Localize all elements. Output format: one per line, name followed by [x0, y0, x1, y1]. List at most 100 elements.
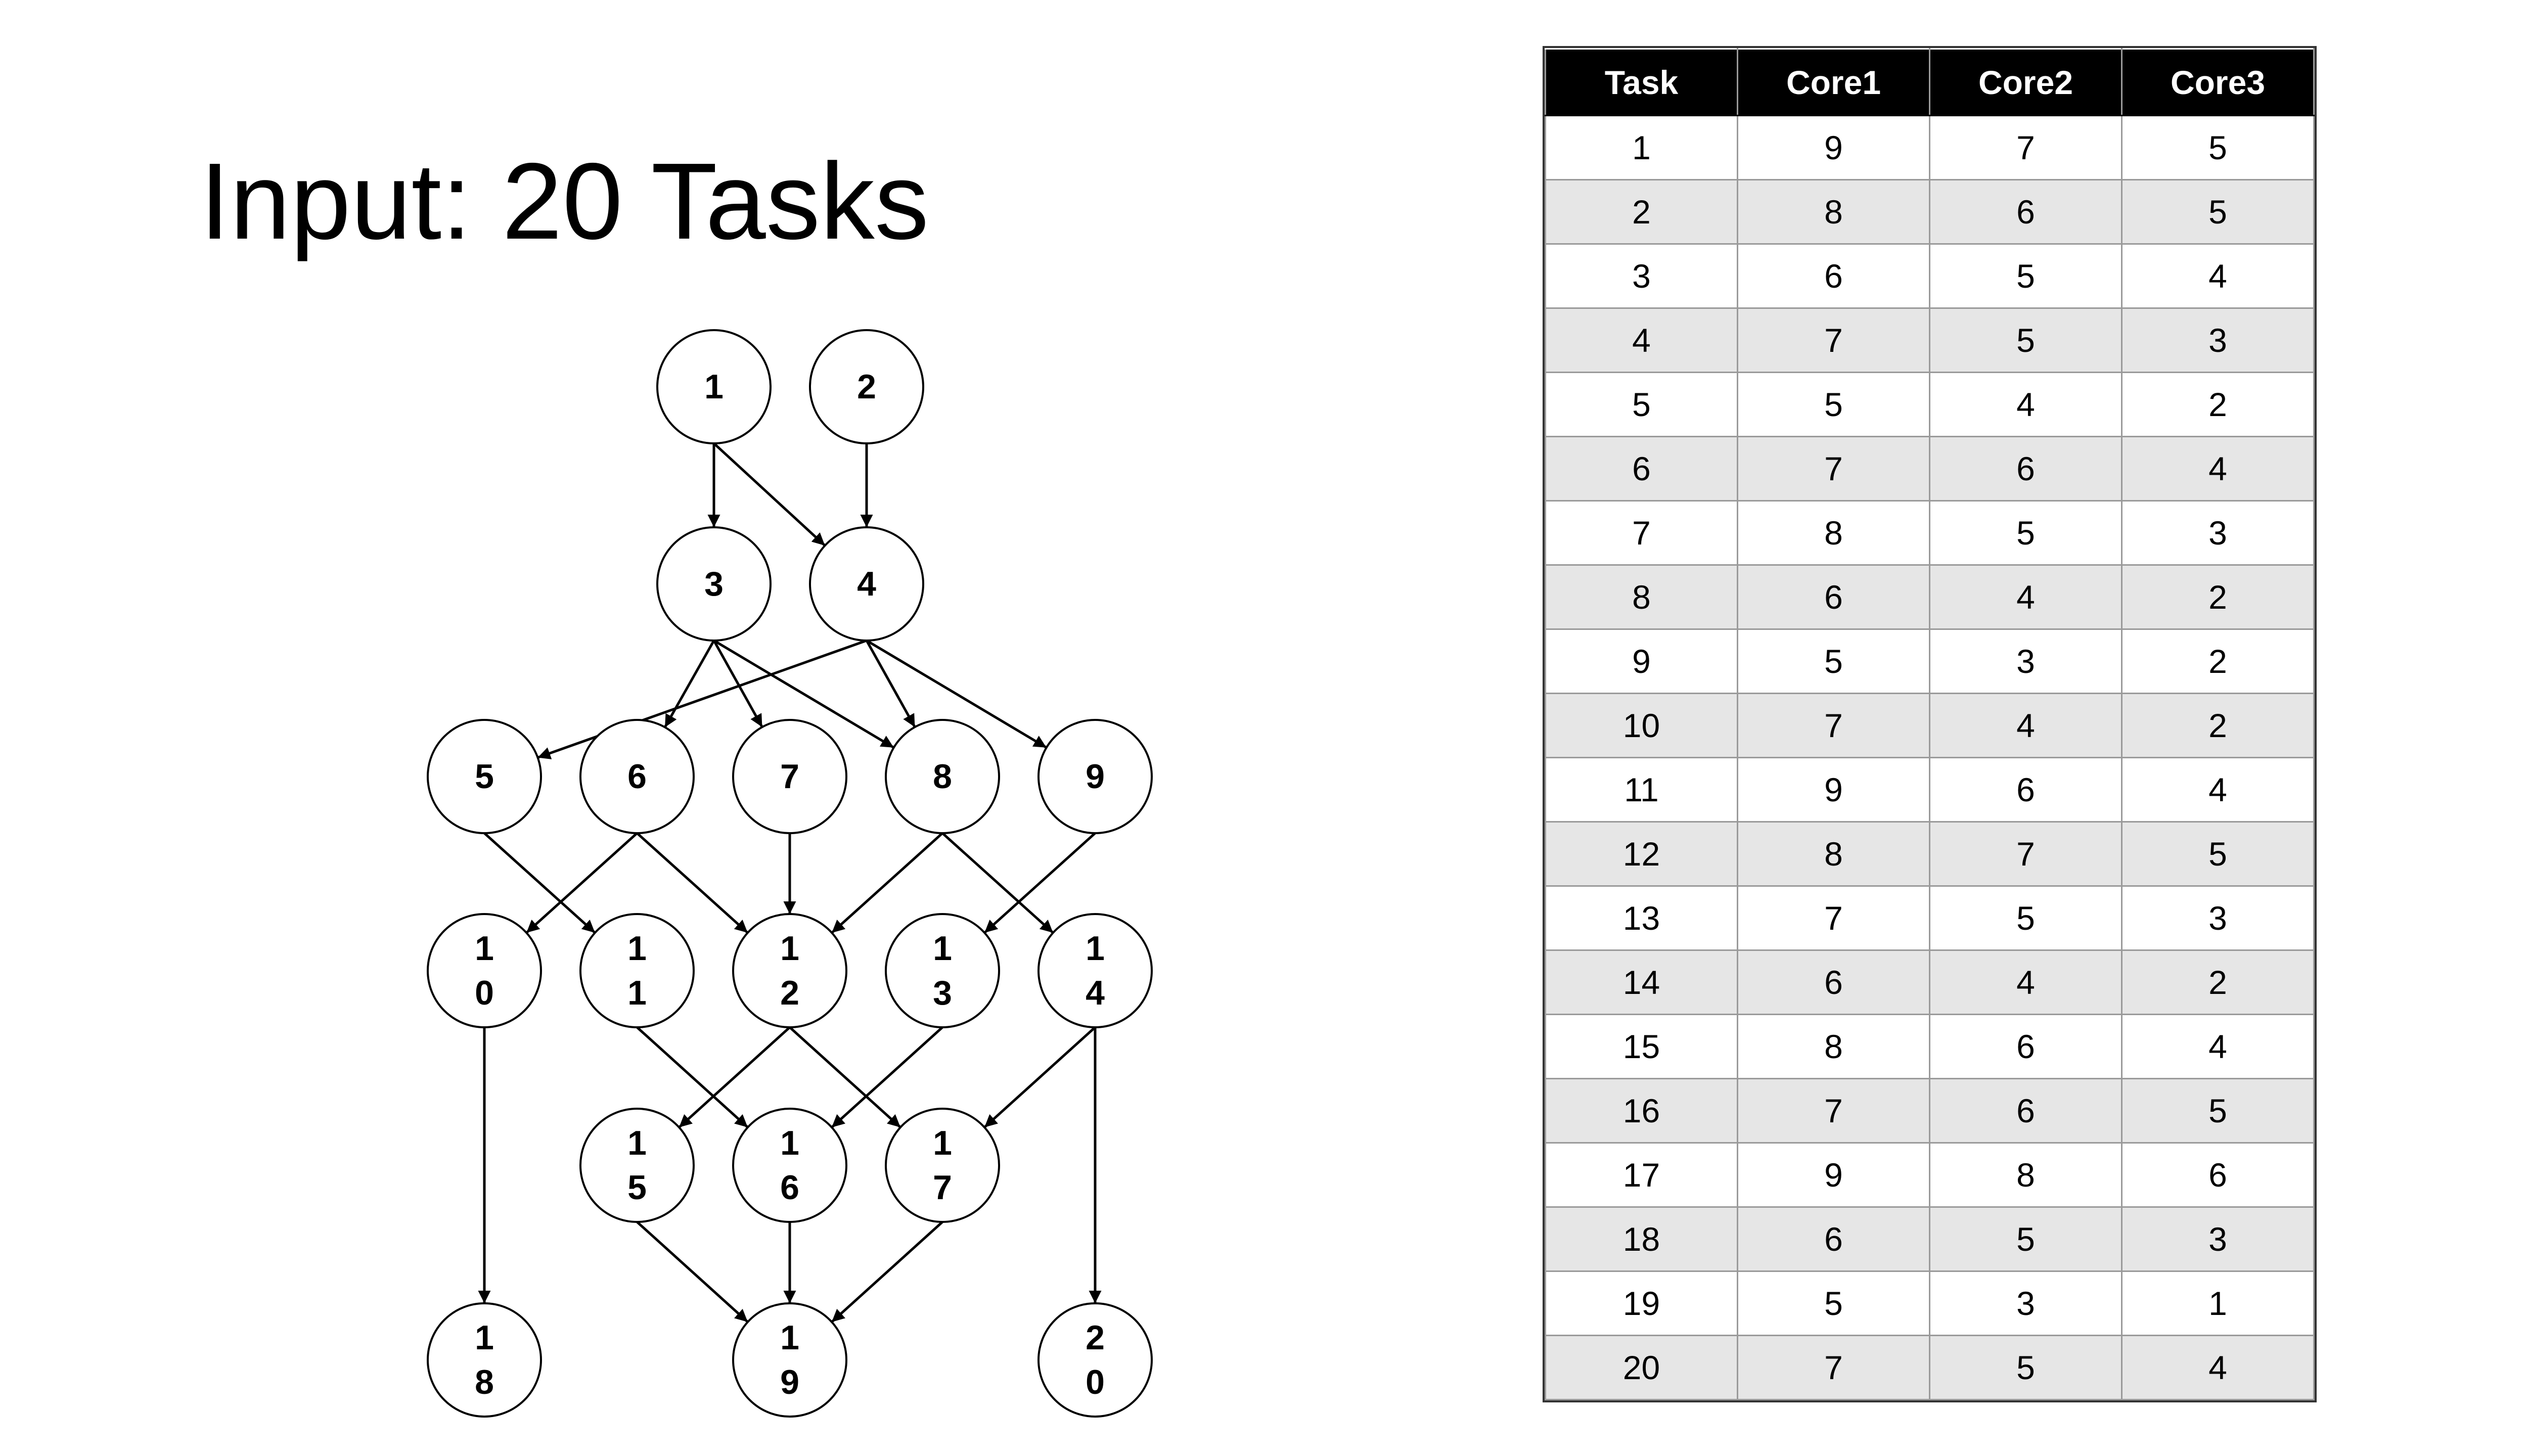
table-cell: 5	[1929, 500, 2123, 566]
table-cell: 7	[1737, 693, 1930, 758]
task-node-circle	[732, 1302, 847, 1418]
edge-9-to-13	[983, 832, 1096, 934]
table-cell: 8	[1545, 564, 1738, 630]
page-title: Input: 20 Tasks	[200, 140, 929, 262]
table-cell: 7	[1737, 436, 1930, 502]
table-cell: 2	[2121, 693, 2315, 758]
table-cell: 18	[1545, 1206, 1738, 1272]
task-node-circle	[885, 1108, 1000, 1223]
table-cell: 3	[2121, 1206, 2315, 1272]
table-cell: 7	[1545, 500, 1738, 566]
task-node-circle	[656, 526, 772, 642]
edge-11-to-16	[636, 1026, 749, 1128]
table-cell: 6	[1929, 179, 2123, 245]
table-cell: 3	[2121, 885, 2315, 951]
task-node-label: 6	[627, 757, 647, 796]
task-node-circle	[427, 1302, 542, 1418]
table-cell: 5	[1929, 243, 2123, 309]
task-node-label: 1	[627, 929, 647, 968]
table-cell: 7	[1737, 1078, 1930, 1144]
table-cell: 5	[2121, 115, 2315, 180]
table-cell: 2	[2121, 372, 2315, 437]
task-node-label: 0	[1086, 1363, 1105, 1401]
table-cell: 17	[1545, 1142, 1738, 1208]
task-node-label: 1	[704, 368, 724, 406]
table-cell: 6	[1737, 243, 1930, 309]
task-node-label: 2	[780, 974, 799, 1012]
table-cell: 4	[2121, 1014, 2315, 1079]
task-node-6: 6	[579, 719, 695, 834]
table-cell: 1	[2121, 1270, 2315, 1336]
table-cell: 8	[1737, 1014, 1930, 1079]
table-cell: 4	[1929, 372, 2123, 437]
table-cell: 6	[1929, 757, 2123, 823]
task-node-circle	[732, 913, 847, 1028]
table-cell: 16	[1545, 1078, 1738, 1144]
table-cell: 8	[1929, 1142, 2123, 1208]
task-node-circle	[1037, 1302, 1153, 1418]
table-cell: 9	[1545, 628, 1738, 694]
task-node-label: 4	[1086, 974, 1105, 1012]
table-cell: 7	[1737, 885, 1930, 951]
task-node-label: 7	[780, 757, 799, 796]
table-cell: 4	[2121, 243, 2315, 309]
table-cell: 6	[1737, 949, 1930, 1015]
task-node-label: 5	[627, 1168, 647, 1207]
task-node-4: 4	[809, 526, 924, 642]
table-cell: 5	[1929, 1206, 2123, 1272]
task-node-19: 19	[732, 1302, 847, 1418]
task-node-14: 14	[1037, 913, 1153, 1028]
task-node-label: 7	[933, 1168, 952, 1207]
table-cell: 10	[1545, 693, 1738, 758]
task-node-circle	[579, 913, 695, 1028]
task-node-circle	[427, 913, 542, 1028]
table-cell: 4	[2121, 1335, 2315, 1400]
task-node-circle	[732, 1108, 847, 1223]
table-cell: 4	[1929, 949, 2123, 1015]
task-node-1: 1	[656, 329, 772, 444]
table-cell: 2	[2121, 949, 2315, 1015]
task-node-label: 2	[1086, 1318, 1105, 1357]
table-cell: 5	[1737, 372, 1930, 437]
column-header-core1: Core1	[1737, 48, 1930, 116]
task-node-15: 15	[579, 1108, 695, 1223]
table-cell: 6	[1737, 1206, 1930, 1272]
table-cell: 2	[2121, 628, 2315, 694]
table-cell: 3	[1929, 1270, 2123, 1336]
table-cell: 3	[2121, 500, 2315, 566]
task-node-20: 20	[1037, 1302, 1153, 1418]
table-cell: 12	[1545, 821, 1738, 887]
task-node-label: 0	[475, 974, 494, 1012]
edges-layer	[478, 442, 1102, 1323]
table-cell: 2	[1545, 179, 1738, 245]
task-node-12: 12	[732, 913, 847, 1028]
table-cell: 5	[1545, 372, 1738, 437]
table-cell: 5	[1737, 628, 1930, 694]
table-cell: 14	[1545, 949, 1738, 1015]
edge-5-to-11	[483, 832, 596, 934]
table-cell: 4	[2121, 436, 2315, 502]
table-cell: 5	[1929, 307, 2123, 373]
table-cell: 2	[2121, 564, 2315, 630]
table-cell: 6	[1929, 1078, 2123, 1144]
edge-6-to-10	[525, 832, 638, 934]
task-node-18: 18	[427, 1302, 542, 1418]
table-cell: 15	[1545, 1014, 1738, 1079]
task-node-label: 8	[475, 1363, 494, 1401]
